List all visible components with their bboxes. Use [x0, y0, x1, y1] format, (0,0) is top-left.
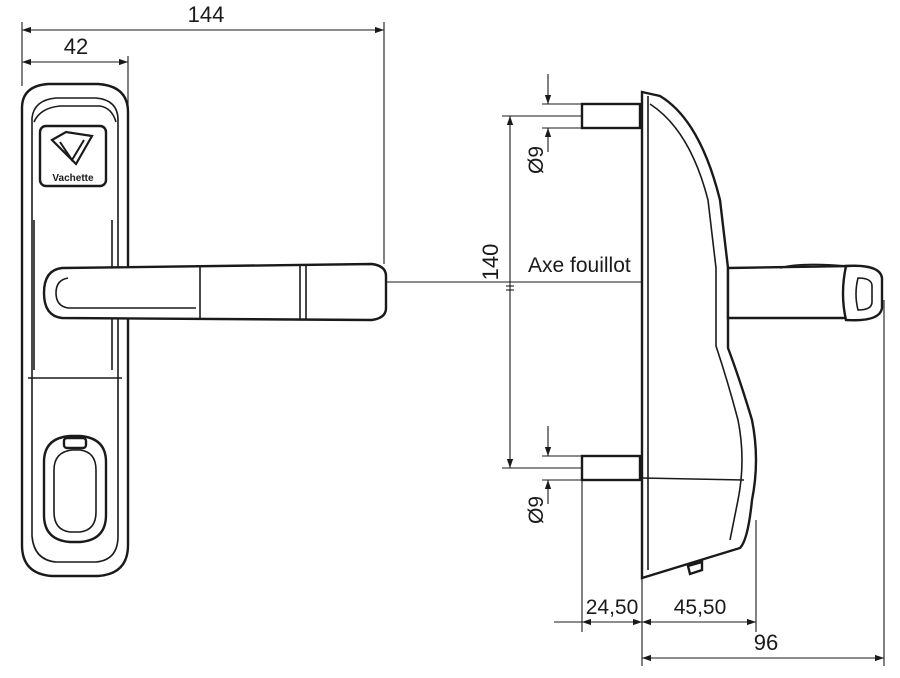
- dim-thickness-handle: 45,50: [674, 596, 727, 619]
- backplate-inner: [31, 97, 119, 563]
- side-lever-neck: [726, 264, 852, 320]
- side-plate-body: [640, 90, 758, 580]
- side-lever-ridge: [779, 263, 847, 269]
- dim-thickness-plate: 24,50: [586, 596, 639, 619]
- brand-name: Vachette: [52, 173, 94, 184]
- spindle-axis-label: Axe fouillot: [528, 254, 631, 277]
- cylinder-inner: [53, 449, 97, 533]
- lever-handle: [42, 262, 388, 322]
- side-plate-lower-line: [641, 477, 745, 481]
- side-view: [580, 90, 884, 580]
- dim-top-screw-diameter: Ø9: [525, 146, 548, 174]
- front-dimensions: 144 42: [21, 2, 385, 264]
- cylinder-opening: [42, 434, 108, 544]
- side-lever-knob-face: [855, 277, 873, 311]
- side-plate-clip: [686, 560, 704, 576]
- plate-shoulder-top: [33, 105, 117, 123]
- side-plate-bevel: [649, 103, 743, 541]
- bottom-screw: [580, 454, 642, 482]
- dim-total-depth: 96: [754, 630, 778, 655]
- brand-logo: Vachette: [38, 124, 108, 188]
- front-view: Vachette: [20, 82, 388, 578]
- side-dimensions: 140 Ø9 Ø9 24,50 45,50 96: [478, 74, 885, 666]
- top-screw: [580, 102, 642, 130]
- lever-rose: [55, 277, 196, 309]
- dim-hole-spacing: 140: [478, 244, 503, 281]
- cylinder-keyhole: [62, 436, 88, 450]
- dim-bottom-screw-diameter: Ø9: [525, 496, 548, 524]
- side-lever-knob: [841, 264, 884, 322]
- dim-plate-width: 42: [64, 34, 88, 59]
- dim-total-width: 144: [188, 2, 225, 27]
- logo-emblem-icon: [50, 130, 94, 166]
